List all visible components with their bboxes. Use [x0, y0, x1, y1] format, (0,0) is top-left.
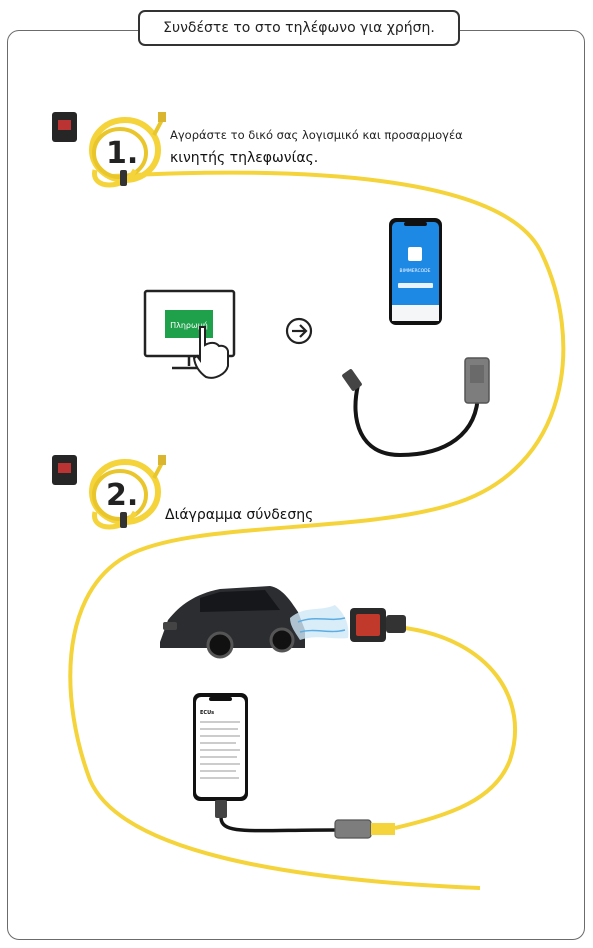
- pay-button-label: Πληρωμή: [170, 321, 208, 330]
- splash-icon: [290, 605, 349, 640]
- car-icon: [160, 586, 305, 659]
- cable-coil-1-icon: [52, 112, 166, 188]
- cable-coil-2-icon: [52, 455, 166, 530]
- usb-adapter-2-icon: [215, 800, 395, 839]
- step1-instruction-line2: κινητής τηλεφωνίας.: [170, 150, 319, 166]
- phone-ecu-icon: ECUs: [193, 693, 248, 801]
- hand-pointer-icon: [192, 326, 229, 379]
- step2-number: 2.: [106, 478, 138, 513]
- yellow-cable-right: [394, 626, 517, 830]
- usb-adapter-icon: [342, 357, 490, 458]
- step1-instruction-line1: Αγοράστε το δικό σας λογισμικό και προσα…: [170, 128, 463, 142]
- yellow-cable-path: [68, 170, 566, 890]
- phone-app-brand: BIMMERCODE: [400, 268, 431, 274]
- arrow-right-icon: [285, 317, 313, 345]
- page-title: Συνδέστε το στο τηλέφωνο για χρήση.: [138, 10, 460, 46]
- phone-app-icon: BIMMERCODE: [389, 218, 442, 325]
- step2-instruction: Διάγραμμα σύνδεσης: [165, 507, 314, 523]
- phone-ecu-header: ECUs: [200, 710, 214, 716]
- step1-number: 1.: [106, 136, 138, 171]
- obd-plug-icon: [350, 608, 406, 642]
